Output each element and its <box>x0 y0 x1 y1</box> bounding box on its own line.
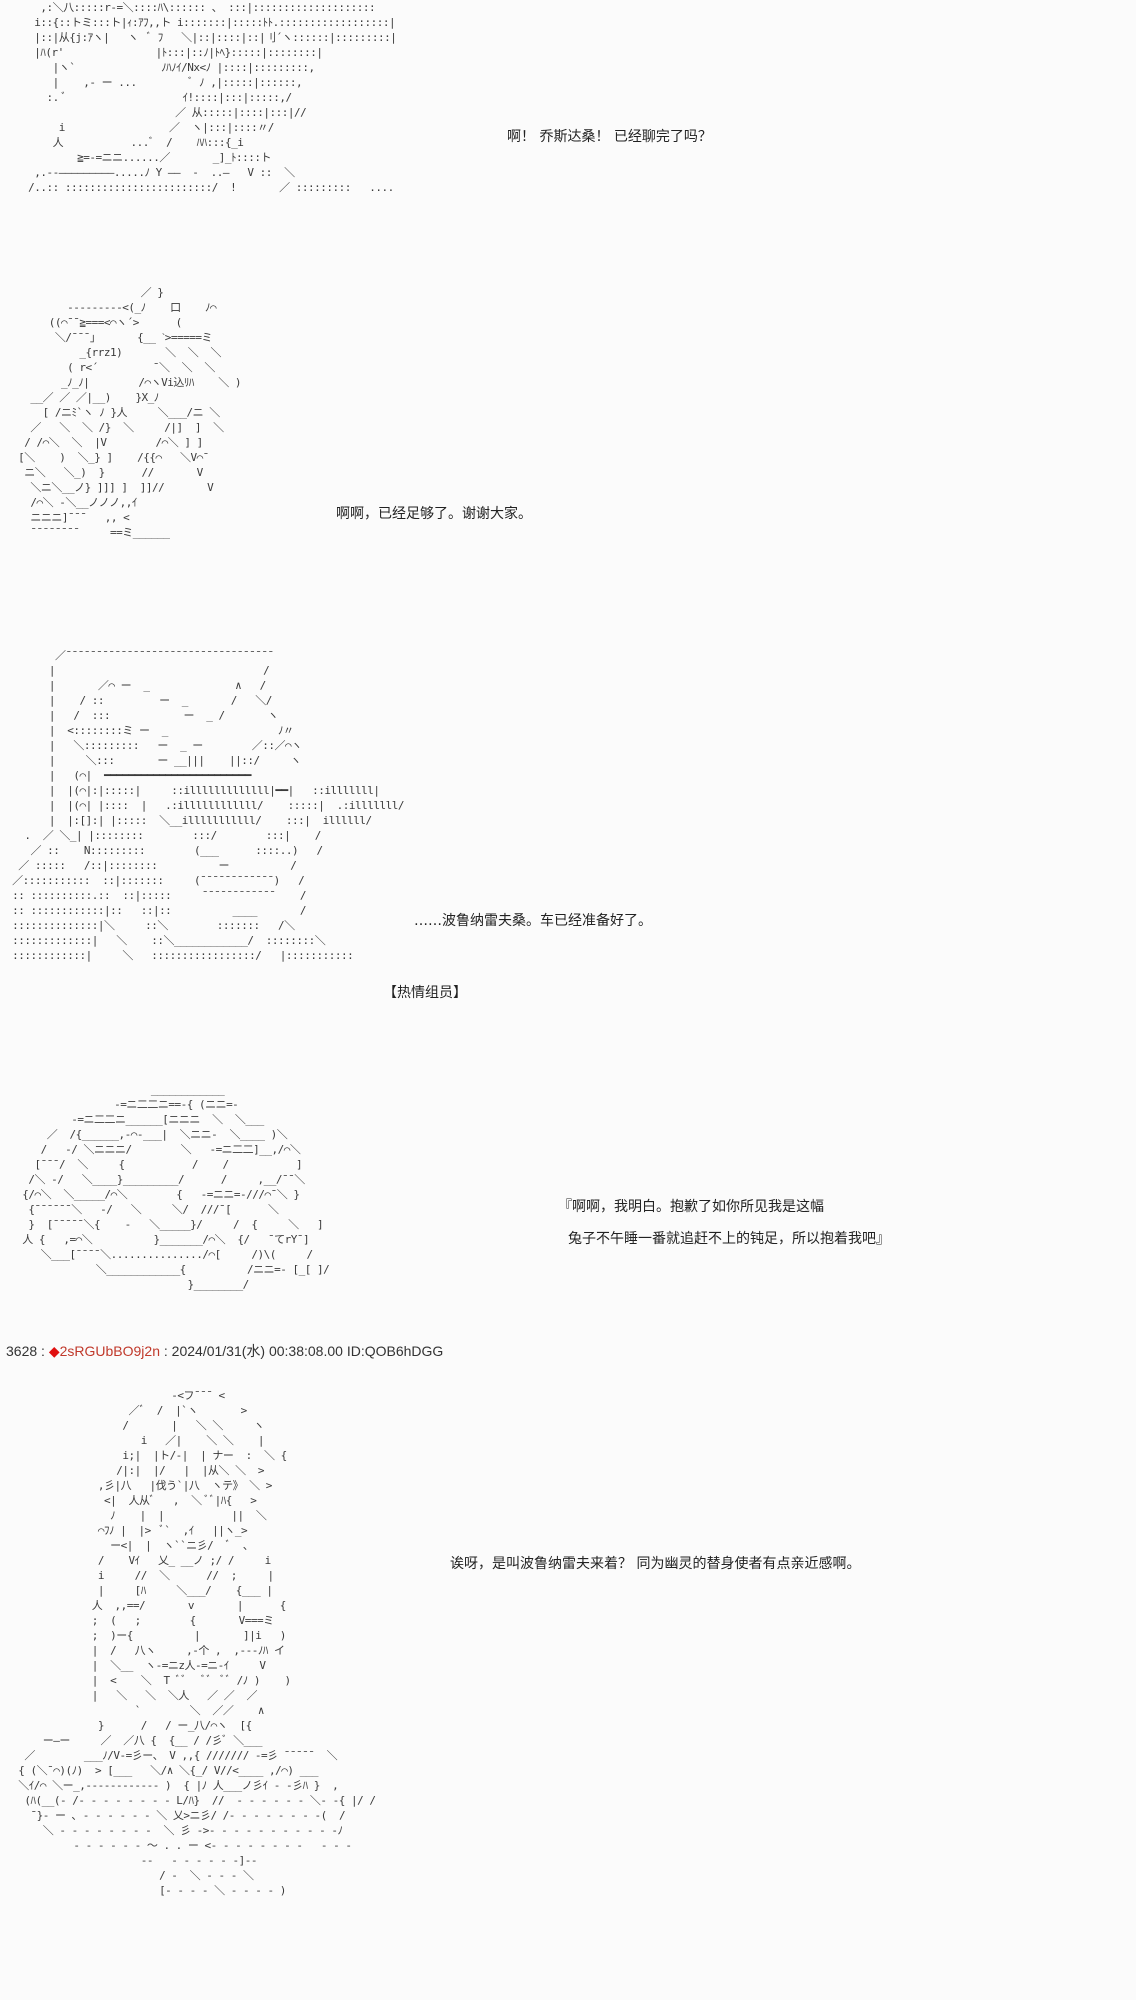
post-header: 3628 : ◆2sRGUbBO9j2n : 2024/01/31(水) 00:… <box>6 1342 443 1360</box>
dialogue-panel-4-line-1: 『啊啊，我明白。抱歉了如你所见我是这幅 <box>558 1199 824 1215</box>
ascii-art-panel-3: ／¯¯¯¯¯¯¯¯¯¯¯¯¯¯¯¯¯¯¯¯¯¯¯¯¯¯¯¯¯¯¯¯¯¯ | / … <box>12 649 404 962</box>
dialogue-panel-3: ……波鲁纳雷夫桑。车已经准备好了。 <box>414 913 652 929</box>
post-date: 2024/01/31(水) 00:38:08.00 <box>171 1343 343 1359</box>
dialogue-panel-1: 啊！ 乔斯达桑！ 已经聊完了吗？ <box>507 129 712 145</box>
ascii-art-panel-2: ／ } ‐‐‐‐‐‐‐‐‐<(_ﾉ 口 ﾉ⌒ ((⌒¯¯≧===<⌒ヽ´> ( … <box>18 286 242 539</box>
speaker-label: 【热情组员】 <box>383 985 467 1001</box>
post-id: ID:QOB6hDGG <box>346 1343 444 1359</box>
ascii-art-panel-1: ,:＼八:::::r‐=＼::::ﾊ\:::::: 、 :::|::::::::… <box>28 1 397 194</box>
separator: : <box>37 1343 49 1359</box>
dialogue-panel-5: 诶呀，是叫波鲁纳雷夫来着？ 同为幽灵的替身使者有点亲近感啊。 <box>450 1556 861 1572</box>
ascii-art-panel-5: -<フ¯¯¯ < ／ﾞ / |`ヽ > / | ＼ ＼ ヽ i ／| ＼ ＼ |… <box>18 1389 376 1897</box>
dialogue-panel-2: 啊啊，已经足够了。谢谢大家。 <box>336 506 532 522</box>
separator: : <box>160 1343 172 1359</box>
trip-diamond-icon: ◆ <box>48 1343 60 1359</box>
post-number[interactable]: 3628 <box>6 1343 38 1359</box>
dialogue-panel-4-line-2: 兔子不午睡一番就追赶不上的钝足，所以抱着我吧』 <box>568 1231 890 1247</box>
tripcode: 2sRGUbBO9j2n <box>59 1343 160 1359</box>
ascii-art-panel-4: ____________ ‐=ニ二二ニ==-{ (ニニ=- -=ニ二二ニ____… <box>22 1083 330 1291</box>
